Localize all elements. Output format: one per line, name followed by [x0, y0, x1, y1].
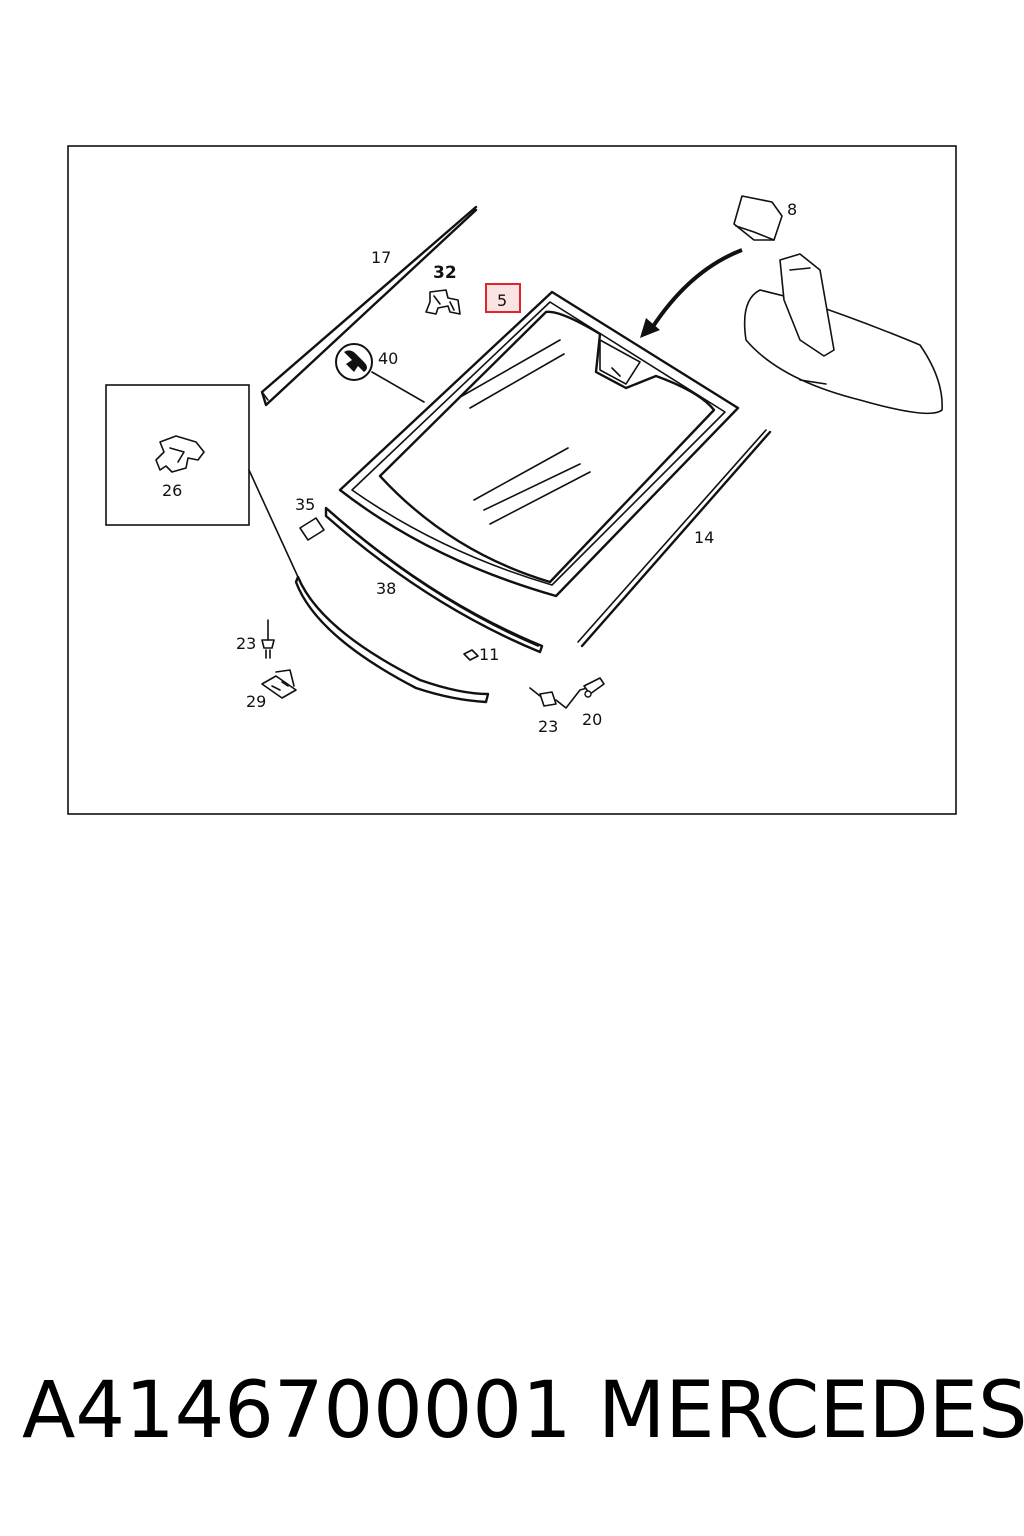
cowl-strip[interactable]	[294, 575, 490, 704]
part-40-wrench-icon	[335, 343, 425, 403]
part-26-detail-box[interactable]	[105, 384, 299, 578]
arrow-indicator	[640, 248, 743, 338]
callout-40: 40	[378, 349, 398, 368]
callout-35: 35	[295, 495, 315, 514]
callout-26: 26	[162, 481, 182, 500]
diagram-frame	[67, 145, 957, 815]
part-38-lower-seal[interactable]	[324, 506, 544, 654]
part-35-pad[interactable]	[299, 517, 325, 541]
callout-29: 29	[246, 692, 266, 711]
callout-23-right: 23	[538, 717, 558, 736]
part-number: A4146700001	[22, 1366, 572, 1456]
part-20-sensor-wire[interactable]	[555, 677, 605, 709]
rear-view-mirror[interactable]	[743, 253, 943, 415]
callout-11: 11	[479, 645, 499, 664]
part-17-pillar-trim[interactable]	[260, 205, 478, 407]
callout-5-highlight[interactable]	[485, 283, 521, 313]
part-29-bracket[interactable]	[261, 669, 297, 699]
callout-23-left: 23	[236, 634, 256, 653]
callout-32: 32	[433, 263, 457, 283]
brand-name: MERCEDES	[598, 1366, 1024, 1456]
callout-8: 8	[787, 200, 797, 219]
windshield-glass[interactable]	[338, 290, 740, 598]
part-8-cap[interactable]	[733, 195, 783, 241]
part-32-clip[interactable]	[425, 289, 461, 315]
part-14-side-trim[interactable]	[577, 429, 772, 648]
callout-14: 14	[694, 528, 714, 547]
callout-20: 20	[582, 710, 602, 729]
callout-17: 17	[371, 248, 391, 267]
part-11-clip[interactable]	[463, 649, 479, 661]
callout-5[interactable]: 5	[497, 291, 507, 310]
part-23-bolt-right[interactable]	[529, 687, 557, 707]
part-23-bolt-left[interactable]	[261, 619, 275, 659]
callout-38: 38	[376, 579, 396, 598]
